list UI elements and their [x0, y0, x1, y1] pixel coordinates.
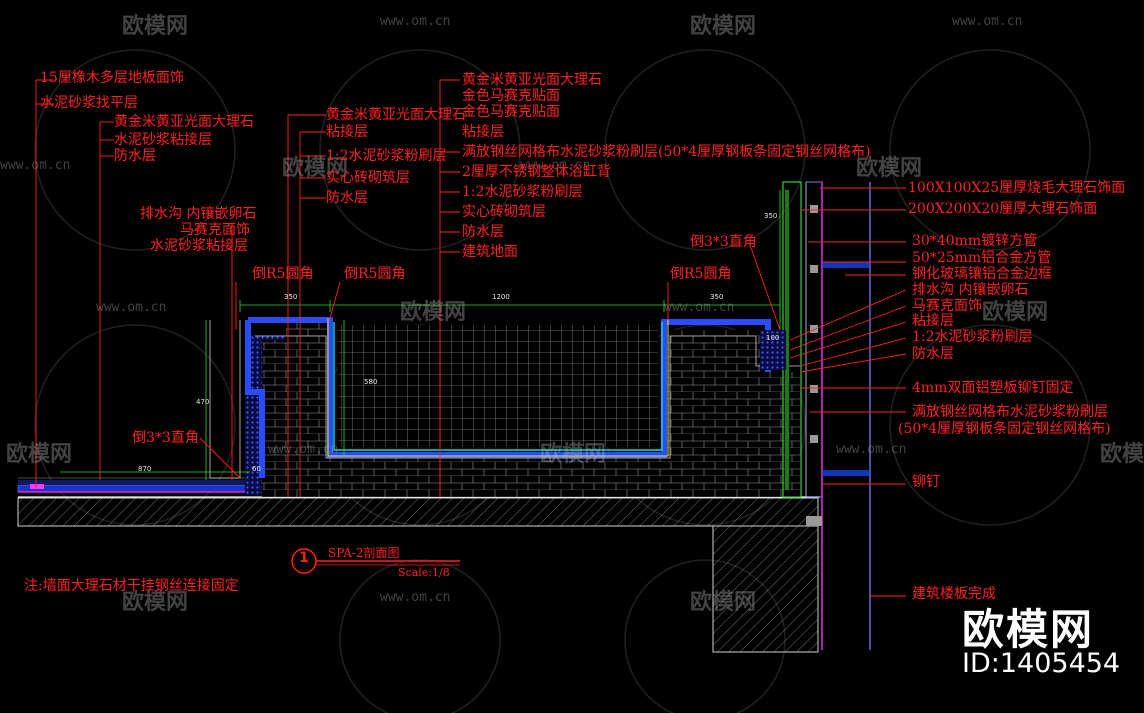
- label-right-14: 铆钉: [912, 474, 940, 490]
- dimension-text: 350: [710, 293, 724, 301]
- watermark-logo: 欧模网: [540, 442, 607, 467]
- watermark-logo: 欧模网: [856, 156, 923, 181]
- watermark-logo: 欧模网: [282, 156, 349, 181]
- label-left-3: 黄金米黄亚光面大理石: [114, 114, 254, 130]
- label-right-12: 满放钢丝网格布水泥砂浆粉刷层: [912, 404, 1108, 420]
- brand-id: ID:1405454: [962, 648, 1121, 679]
- label-right-1: 100X100X25厘厚烧毛大理石饰面: [908, 180, 1126, 196]
- dimension-text: 350: [764, 212, 778, 220]
- label-mid-3: 1:2水泥砂浆粉刷层: [326, 148, 447, 164]
- label-right-4: 50*25mm铝合金方管: [912, 250, 1052, 266]
- watermark-url: www.om.cn: [952, 14, 1023, 29]
- label-drain-1: 排水沟 内镶嵌卵石: [140, 206, 257, 222]
- callout-round-3: 倒R5圆角: [670, 266, 732, 282]
- watermark-url: www.om.cn: [520, 158, 591, 173]
- label-left-1: 15厘橡木多层地板面饰: [40, 70, 184, 86]
- label-center-5: 满放钢丝网格布水泥砂浆粉刷层(50*4厘厚钢板条固定钢丝网格布): [462, 144, 871, 160]
- dimension-text: 350: [284, 293, 298, 301]
- drawing-number: 1: [299, 550, 309, 566]
- callout-chamfer-right: 倒3*3直角: [690, 234, 757, 250]
- label-center-10: 建筑地面: [462, 244, 518, 260]
- dimension-text: 1200: [492, 293, 510, 301]
- label-center-1: 黄金米黄亚光面大理石: [462, 72, 602, 88]
- drawing-title: SPA-2剖面图: [328, 546, 400, 560]
- watermark-url: www.om.cn: [836, 442, 907, 457]
- watermark-url: www.om.cn: [268, 442, 339, 457]
- label-right-10: 防水层: [912, 346, 954, 362]
- brand-logo-text: 欧模网: [962, 605, 1095, 654]
- dimension-lines: [60, 190, 781, 480]
- label-drain-2: 马赛克面饰: [180, 222, 250, 238]
- label-right-5: 钢化玻璃镶铝合金边框: [912, 266, 1052, 282]
- watermark-logo: 欧模网: [6, 442, 73, 467]
- watermark-url: www.om.cn: [380, 590, 451, 605]
- callout-round-1: 倒R5圆角: [252, 266, 314, 282]
- label-mid-1: 黄金米黄亚光面大理石: [326, 107, 466, 123]
- watermark-logo: 欧模网: [1100, 442, 1144, 467]
- label-center-4: 粘接层: [462, 124, 504, 140]
- label-left-4: 水泥砂浆粘接层: [114, 132, 212, 148]
- label-center-9: 防水层: [462, 224, 504, 240]
- label-center-7: 1:2水泥砂浆粉刷层: [462, 184, 583, 200]
- dimension-text: 470: [196, 398, 210, 406]
- watermark-logo: 欧模网: [122, 590, 189, 615]
- leader-lines: [35, 79, 907, 597]
- label-right-7: 马赛克面饰: [912, 298, 982, 314]
- watermark-url: www.om.cn: [664, 300, 735, 315]
- dimension-text: 580: [364, 378, 378, 386]
- tub-waterproof-layer: [245, 317, 771, 478]
- watermark-logo: 欧模网: [982, 300, 1049, 325]
- dimension-text: 100: [766, 334, 780, 342]
- callout-chamfer-left: 倒3*3直角: [132, 430, 199, 446]
- watermark-rings: [34, 49, 1091, 713]
- watermark-logo: 欧模网: [122, 14, 189, 39]
- watermark-logo: 欧模网: [400, 300, 467, 325]
- watermark-url: www.om.cn: [96, 300, 167, 315]
- label-left-2: 水泥砂浆找平层: [40, 95, 138, 111]
- label-right-3: 30*40mm镀锌方管: [912, 233, 1038, 249]
- watermark-logo: 欧模网: [690, 14, 757, 39]
- tub-interior-mosaic: [255, 318, 800, 459]
- watermark-url: www.om.cn: [380, 14, 451, 29]
- label-center-2: 金色马赛克贴面: [462, 88, 560, 104]
- left-floor-layers: [17, 477, 257, 493]
- label-mid-2: 粘接层: [326, 124, 368, 140]
- label-right-2: 200X200X20厘厚大理石饰面: [908, 201, 1098, 217]
- callout-round-2: 倒R5圆角: [344, 266, 406, 282]
- label-right-11: 4mm双面铝塑板铆钉固定: [912, 380, 1074, 396]
- label-center-8: 实心砖砌筑层: [462, 204, 546, 220]
- label-right-8: 粘接层: [912, 313, 954, 329]
- label-center-6: 2厘厚不锈钢整体浴缸背: [462, 164, 611, 180]
- label-right-15: 建筑楼板完成: [912, 586, 996, 602]
- label-mid-5: 防水层: [326, 190, 368, 206]
- label-drain-3: 水泥砂浆粘接层: [150, 238, 248, 254]
- dimension-text: 60: [252, 465, 261, 473]
- label-mid-4: 实心砖砌筑层: [326, 170, 410, 186]
- watermark-logo: 欧模网: [690, 590, 757, 615]
- label-right-9: 1:2水泥砂浆粉刷层: [912, 329, 1033, 345]
- watermark-url: www.om.cn: [0, 158, 71, 173]
- label-right-6: 排水沟 内镶嵌卵石: [912, 282, 1029, 298]
- drawing-number-bubble: [291, 548, 460, 574]
- drawing-scale: Scale:1/8: [398, 566, 450, 579]
- label-left-5: 防水层: [114, 148, 156, 164]
- label-center-3: 金色马赛克贴面: [462, 104, 560, 120]
- dimension-text: 870: [138, 465, 152, 473]
- label-right-13: (50*4厘厚钢板条固定钢丝网格布): [898, 421, 1111, 437]
- right-wall-system: [760, 181, 871, 650]
- drawing-note: 注:墙面大理石材干挂钢丝连接固定: [24, 578, 239, 594]
